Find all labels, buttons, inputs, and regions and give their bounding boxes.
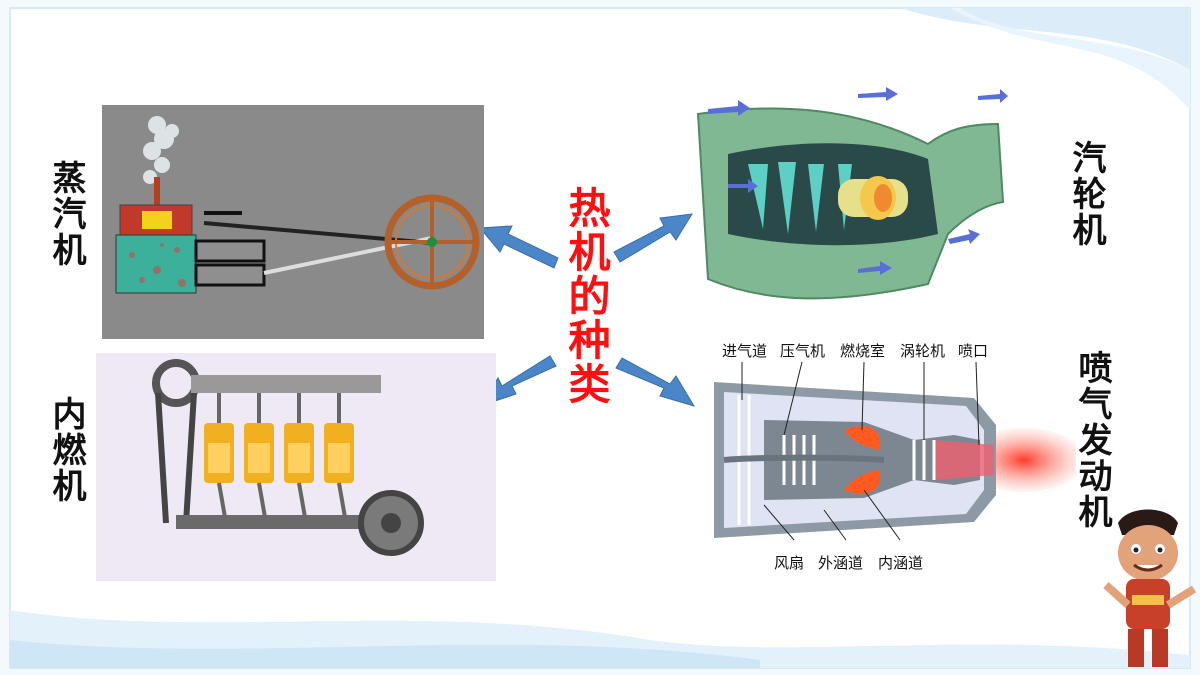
cartoon-mascot <box>1103 509 1197 667</box>
jet-label-turbine: 涡轮机 <box>900 342 946 360</box>
steam-turbine-image <box>688 84 1008 314</box>
jet-label-compressor: 压气机 <box>780 342 826 360</box>
jet-label-core: 内涵道 <box>878 554 924 572</box>
arrow-to-steam <box>478 225 559 269</box>
arrow-to-turbine <box>613 213 693 263</box>
jet-label-fan: 风扇 <box>774 554 805 572</box>
diagram-title: 热机的种类 <box>562 186 611 406</box>
jet-label-inlet: 进气道 <box>722 342 768 360</box>
label-internal-combustion: 内燃机 <box>46 396 86 504</box>
internal-combustion-image <box>96 353 496 581</box>
label-steam-turbine: 汽轮机 <box>1066 140 1106 248</box>
arrow-to-jet <box>615 357 696 407</box>
label-steam-engine: 蒸汽机 <box>46 160 86 268</box>
jet-label-nozzle: 喷口 <box>958 342 989 360</box>
jet-engine-diagram: 进气道 压气机 燃烧室 涡轮机 喷口 风扇 外涵道 内涵道 <box>704 340 1076 572</box>
jet-label-bypass: 外涵道 <box>818 554 864 572</box>
jet-label-combustor: 燃烧室 <box>840 342 886 360</box>
steam-engine-image <box>102 105 484 339</box>
label-jet-engine: 喷气发动机 <box>1072 350 1112 530</box>
